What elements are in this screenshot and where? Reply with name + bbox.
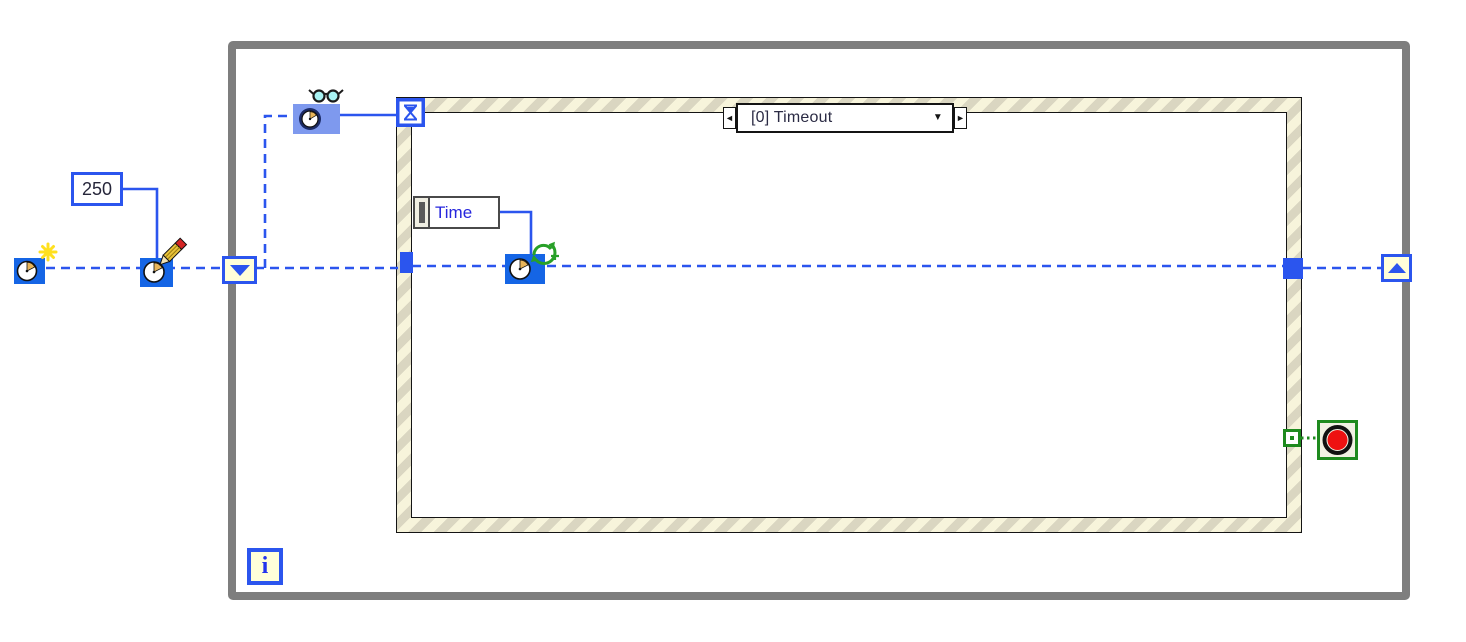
- shift-register-down-icon: [229, 264, 250, 276]
- clock-create-vi-icon[interactable]: [10, 240, 58, 288]
- stop-button-icon: [1322, 425, 1353, 455]
- constant-250-wire[interactable]: [123, 187, 159, 258]
- event-left-tunnel[interactable]: [400, 252, 413, 273]
- time-indicator-terminal[interactable]: Time: [413, 196, 500, 229]
- pencil-icon: [159, 237, 188, 266]
- timeout-constant[interactable]: 250: [71, 172, 123, 206]
- shift-register-left[interactable]: [222, 256, 257, 284]
- shift-register-up-icon: [1387, 263, 1406, 273]
- loop-iteration-terminal[interactable]: i: [247, 548, 283, 585]
- event-timeout-terminal[interactable]: [396, 98, 425, 127]
- timeout-constant-value: 250: [81, 178, 113, 199]
- refresh-arrows-icon: [530, 241, 559, 265]
- clock-read-vi-icon[interactable]: [289, 84, 351, 136]
- event-structure-case-area: [411, 112, 1287, 518]
- case-prev-button[interactable]: ◄: [723, 107, 736, 129]
- stop-button-terminal[interactable]: [1317, 420, 1358, 460]
- case-next-button[interactable]: ►: [954, 107, 967, 129]
- event-right-tunnel[interactable]: [1283, 258, 1303, 279]
- event-case-selector[interactable]: ◄ [0] Timeout ▼ ►: [723, 103, 967, 133]
- clock-elapsed-vi-icon[interactable]: [501, 234, 565, 288]
- iteration-label: i: [261, 553, 269, 579]
- time-indicator-wire[interactable]: [500, 210, 533, 254]
- case-dropdown-icon[interactable]: ▼: [932, 112, 943, 123]
- time-indicator-datatype-icon: [415, 198, 430, 227]
- boolean-tunnel-dot-icon: [1290, 436, 1294, 440]
- hourglass-icon: [404, 104, 417, 121]
- refnum-wire-branch-up[interactable]: [263, 114, 293, 268]
- event-structure[interactable]: [396, 97, 1302, 533]
- time-indicator-label: Time: [435, 202, 473, 222]
- glasses-icon: [308, 89, 344, 103]
- while-loop-structure[interactable]: [228, 41, 1410, 600]
- case-selector-label[interactable]: [0] Timeout ▼: [736, 103, 954, 133]
- case-next-icon: ►: [956, 112, 965, 123]
- case-prev-icon: ◄: [725, 112, 734, 123]
- sparkle-icon: [38, 242, 58, 262]
- case-selector-text: [0] Timeout: [751, 109, 833, 126]
- event-boolean-tunnel[interactable]: [1283, 429, 1301, 447]
- shift-register-right[interactable]: [1381, 254, 1412, 282]
- clock-write-vi-icon[interactable]: [136, 236, 190, 292]
